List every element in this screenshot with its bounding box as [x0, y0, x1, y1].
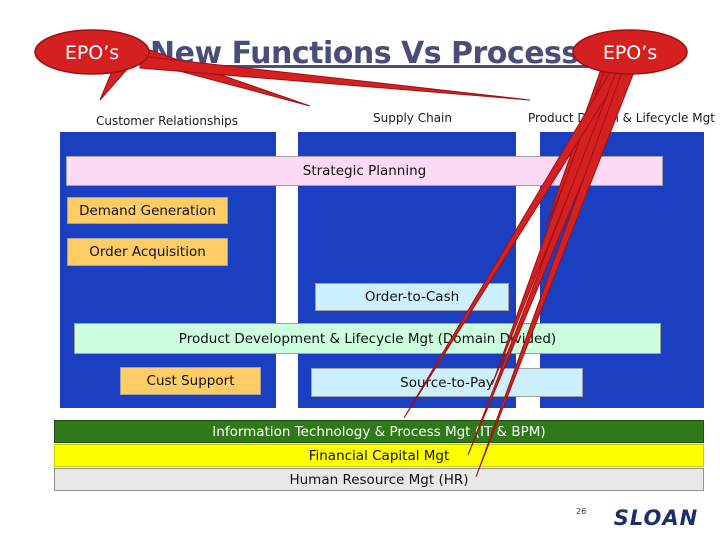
bar-demand-generation: Demand Generation [67, 197, 228, 224]
bar-source-to-pay: Source-to-Pay [311, 368, 583, 397]
bar-order-acquisition: Order Acquisition [67, 238, 228, 266]
bar-strategic-planning: Strategic Planning [66, 156, 663, 186]
bar-product-development: Product Development & Lifecycle Mgt (Dom… [74, 323, 661, 354]
column-label-customer-relationships: Customer Relationships [96, 114, 239, 128]
bar-cust-support: Cust Support [120, 367, 261, 395]
right-callout-bubble [572, 29, 688, 75]
column-label-product-design: Product Design & Lifecycle Mgt [528, 111, 715, 125]
right-callout-tail-5 [475, 71, 635, 478]
left-callout-bubble [34, 29, 150, 75]
sloan-logo-text: SLOAN [614, 506, 698, 530]
page-number: 26 [576, 507, 587, 516]
sloan-logo: SLOAN [604, 505, 708, 530]
column-label-supply-chain: Supply Chain [373, 111, 452, 125]
left-callout-tail-to-supply [139, 55, 531, 101]
slide-title: New Functions Vs Processes [150, 36, 616, 71]
bar-information-technology: Information Technology & Process Mgt (IT… [54, 420, 704, 443]
right-callout-text: EPO’s [603, 42, 657, 64]
left-callout-text: EPO’s [65, 42, 119, 64]
bar-human-resource: Human Resource Mgt (HR) [54, 468, 704, 491]
bar-financial-capital: Financial Capital Mgt [54, 444, 704, 467]
right-callout-tail-3 [403, 71, 623, 419]
